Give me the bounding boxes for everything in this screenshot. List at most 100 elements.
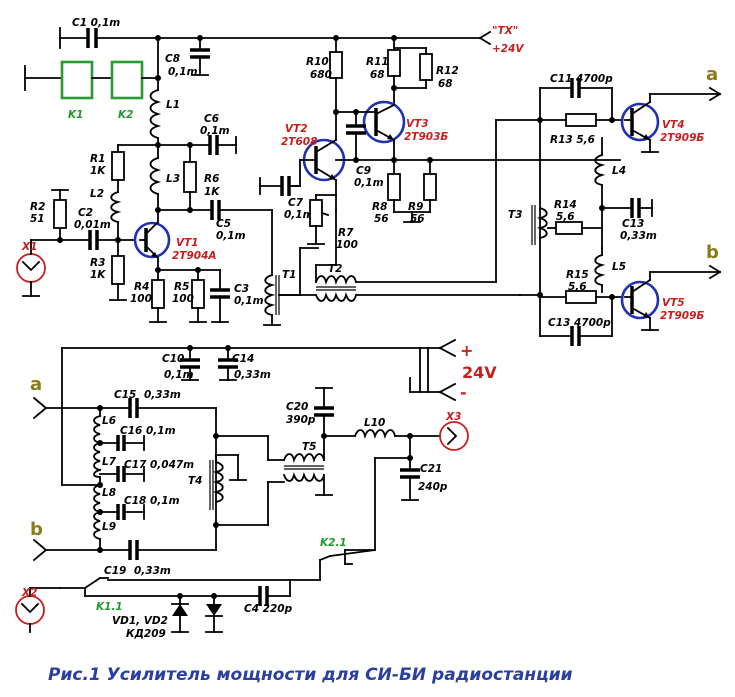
vt2-name: VT2: [285, 123, 308, 135]
c2-name: C2: [78, 207, 93, 219]
k1-1-label: K1.1: [96, 601, 123, 613]
r9-value: 56: [410, 213, 425, 225]
c10-value: 0,1m: [164, 369, 194, 381]
transformer-t5: [282, 433, 356, 496]
l10-label: L10: [364, 417, 385, 429]
diodes-type: КД209: [126, 628, 166, 640]
port-a-bottom: a: [30, 374, 42, 395]
c19-name: C19: [104, 565, 126, 577]
inductor-l1: [149, 88, 162, 148]
l3-label: L3: [166, 173, 180, 185]
r3-name: R3: [90, 257, 105, 269]
transformer-t4: [209, 433, 285, 528]
x3-connector-icon[interactable]: [439, 421, 469, 451]
vt1-type: 2T904A: [172, 250, 217, 262]
output-stage-wiring: [495, 78, 626, 346]
r8-value: 56: [374, 213, 389, 225]
r6-name: R6: [204, 173, 219, 185]
transistor-vt5: [620, 264, 722, 331]
port-b-bottom: b: [30, 519, 43, 540]
c15-value: 0,33m: [144, 389, 181, 401]
vt1-emitter-network: [149, 269, 230, 323]
r11-value: 68: [370, 69, 385, 81]
r7-name: R7: [338, 227, 354, 239]
c13-bottom-label: C13 4700p: [548, 317, 611, 329]
capacitor-c7: [259, 176, 301, 196]
l6-label: L6: [102, 415, 116, 427]
vt5-name: VT5: [662, 297, 685, 309]
c18-label: C18 0,1m: [124, 495, 180, 507]
capacitor-c6: [157, 135, 237, 155]
transistor-vt1: [133, 220, 221, 273]
diodes-names: VD1, VD2: [112, 615, 168, 627]
l8-label: L8: [102, 487, 116, 499]
input-network: [16, 189, 141, 297]
l9-label: L9: [102, 521, 116, 533]
c19-value: 0,33m: [134, 565, 171, 577]
plus-label: +: [460, 341, 473, 360]
voltage-label: 24V: [462, 363, 497, 382]
c20-value: 390p: [286, 414, 316, 426]
r2-value: 51: [30, 213, 45, 225]
vt1-bias-network: [109, 144, 159, 301]
c9-name: C9: [356, 165, 371, 177]
relay-k2-coil: [110, 60, 144, 100]
x1-connector-icon[interactable]: [16, 253, 46, 283]
x3-label: X3: [445, 411, 461, 423]
r8-name: R8: [372, 201, 387, 213]
r15-name: R15: [566, 269, 589, 281]
output-chokes: [594, 137, 653, 293]
c14-value: 0,33m: [234, 369, 271, 381]
vt2-type: 2T608: [281, 136, 317, 148]
relay-k1-coil: [60, 60, 94, 100]
rx-path: [15, 549, 291, 633]
t2-label: T2: [328, 263, 342, 275]
r4-value: 100: [130, 293, 152, 305]
inductor-l3: [149, 144, 162, 211]
c3-name: C3: [234, 283, 249, 295]
r9-name: R9: [408, 201, 423, 213]
c7-value: 0,1m: [284, 209, 314, 221]
c8-name: C8: [165, 53, 180, 65]
vt4-type: 2T909Б: [660, 132, 704, 144]
r1-value: 1K: [90, 165, 106, 177]
r7-value: 100: [336, 239, 358, 251]
r13-label: R13 5,6: [550, 134, 595, 146]
c5-name: C5: [216, 218, 231, 230]
k2-label: K2: [118, 109, 133, 121]
l5-label: L5: [612, 261, 626, 273]
x1-label: X1: [21, 241, 37, 253]
r6-value: 1K: [204, 186, 220, 198]
l1-label: L1: [166, 99, 180, 111]
lower-supply: [61, 338, 457, 486]
t4-label: T4: [188, 475, 202, 487]
c21-value: 240p: [418, 481, 448, 493]
c16-label: C16 0,1m: [120, 425, 176, 437]
port-a-top: a: [706, 64, 718, 85]
c6-name: C6: [204, 113, 219, 125]
r12-value: 68: [438, 78, 453, 90]
vt2-emitter: [307, 179, 337, 245]
r3-value: 1K: [90, 269, 106, 281]
k1-label: K1: [68, 109, 83, 121]
c11-label: C11 4700p: [550, 73, 613, 85]
c8-value: 0,1m: [168, 66, 198, 78]
supply-label: +24V: [492, 43, 524, 55]
transformer-t2: [278, 209, 521, 302]
r5-value: 100: [172, 293, 194, 305]
relay-coils: [24, 37, 161, 100]
l4-label: L4: [612, 165, 626, 177]
vt3-name: VT3: [406, 118, 429, 130]
vt3-type: 2T903Б: [404, 131, 448, 143]
transistor-vt4: [620, 86, 722, 153]
x2-connector-icon[interactable]: [15, 595, 45, 625]
t3-label: T3: [508, 209, 522, 221]
c5-value: 0,1m: [216, 230, 246, 242]
minus-label: -: [460, 383, 467, 402]
k2-1-label: K2.1: [320, 537, 347, 549]
c7-name: C7: [288, 197, 304, 209]
r1-name: R1: [90, 153, 105, 165]
vt1-collector-net: [155, 200, 273, 276]
vt4-name: VT4: [662, 119, 685, 131]
